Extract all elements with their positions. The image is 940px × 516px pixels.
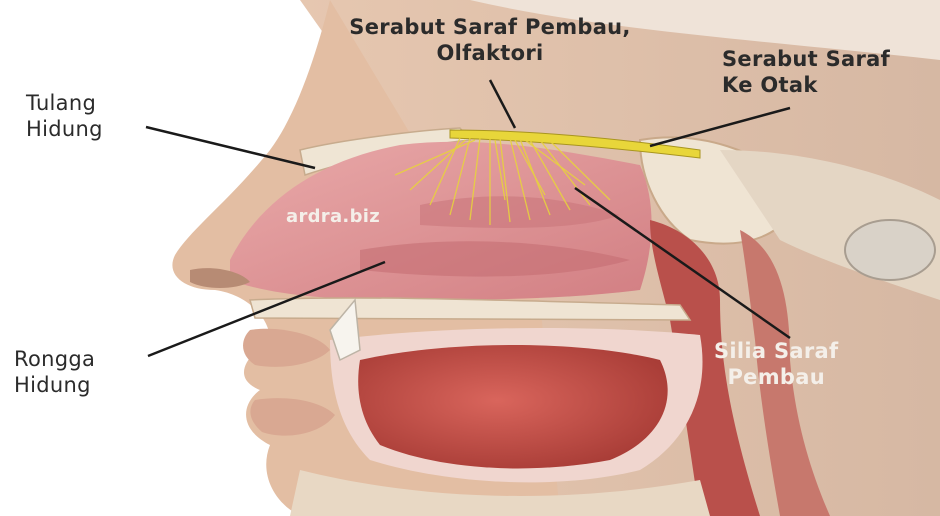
label-nasal-cavity-line1: Rongga <box>14 346 95 372</box>
label-nasal-bone-line1: Tulang <box>26 90 103 116</box>
label-fibers-to-brain-line2: Ke Otak <box>722 72 890 98</box>
ear-bone <box>845 220 935 280</box>
label-nasal-cavity-line2: Hidung <box>14 372 95 398</box>
label-olfactory-fibers-line1: Serabut Saraf Pembau, <box>300 14 680 40</box>
watermark: ardra.biz <box>286 204 380 230</box>
tongue <box>358 345 667 468</box>
label-nasal-bone-line2: Hidung <box>26 116 103 142</box>
label-olfactory-cilia: Silia Saraf Pembau <box>714 338 838 390</box>
label-olfactory-cilia-line1: Silia Saraf <box>714 338 838 364</box>
label-fibers-to-brain: Serabut Saraf Ke Otak <box>722 46 890 98</box>
label-olfactory-fibers-line2: Olfaktori <box>300 40 680 66</box>
label-nasal-bone: Tulang Hidung <box>26 90 103 142</box>
label-olfactory-cilia-line2: Pembau <box>714 364 838 390</box>
label-olfactory-fibers: Serabut Saraf Pembau, Olfaktori <box>300 14 680 66</box>
label-nasal-cavity: Rongga Hidung <box>14 346 95 398</box>
label-fibers-to-brain-line1: Serabut Saraf <box>722 46 890 72</box>
